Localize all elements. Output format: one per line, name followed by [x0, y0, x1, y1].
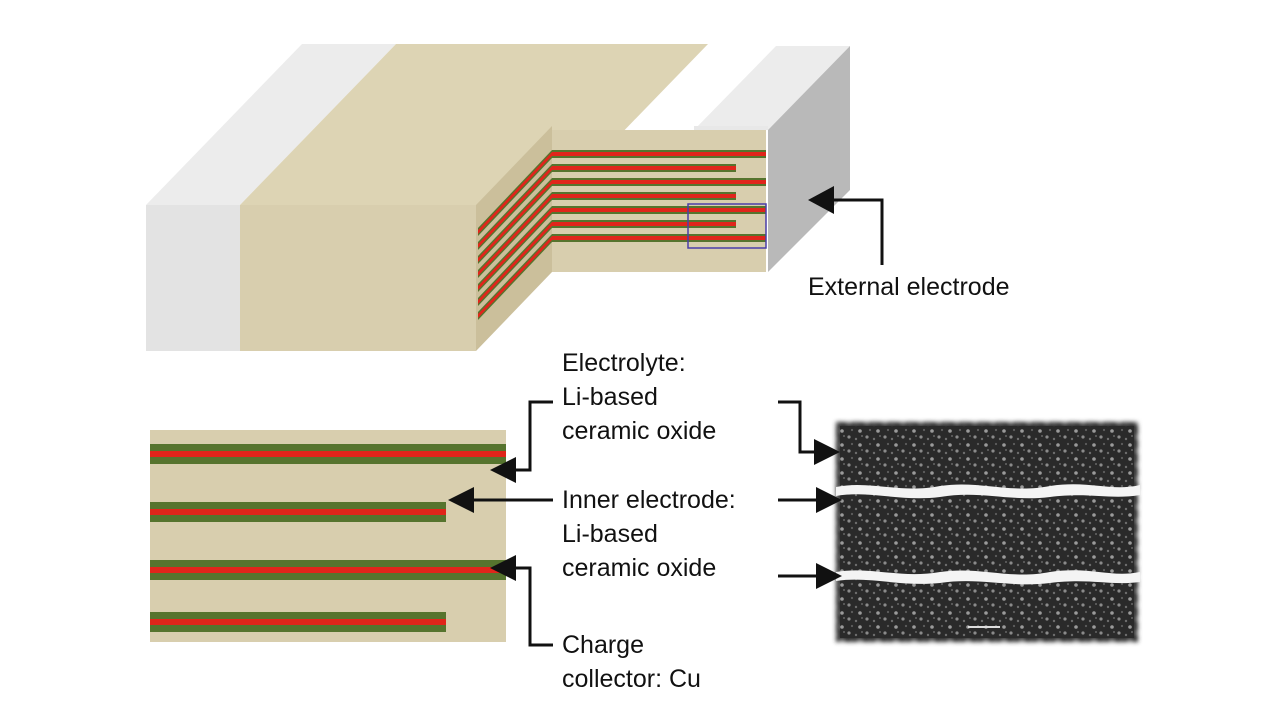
inner-electrode-label-line-2: Li-based	[562, 520, 658, 548]
external-electrode-callout	[808, 186, 884, 265]
electrolyte-right-arrow-line	[778, 400, 818, 454]
sem-bright-layer-1	[836, 484, 1140, 499]
charge-collector-label-line-1: Charge	[562, 631, 644, 659]
side-layer-red-4	[478, 208, 552, 290]
cut-layer-red-0	[552, 152, 766, 156]
inner-electrode-label-line-3: ceramic oxide	[562, 554, 717, 582]
zoom-region-box	[687, 203, 767, 249]
cut-layer-red-2	[552, 180, 766, 184]
inner-electrode-left-arrowhead	[448, 487, 474, 513]
side-layer-red-2	[478, 180, 552, 262]
cut-layer-red-5	[552, 222, 736, 226]
cross-section-layer-red-2	[150, 567, 506, 573]
cross-section-body	[150, 430, 506, 642]
electrolyte-left-arrow-line	[512, 400, 553, 472]
cross-section-layer-red-3	[150, 619, 446, 625]
electrolyte-left-arrowhead	[490, 457, 516, 483]
sem-micrograph	[836, 422, 1140, 642]
cut-layer-red-4	[552, 208, 766, 212]
external-electrode-arrow-line	[830, 198, 884, 265]
cross-section-layers	[150, 444, 506, 632]
electrolyte-label: Electrolyte: Li-based ceramic oxide	[562, 346, 716, 448]
sem-image-body	[840, 426, 1134, 638]
electrolyte-right-arrowhead	[814, 439, 840, 465]
electrolyte-label-line-1: Electrolyte:	[562, 349, 686, 377]
right-end-cap-top	[694, 46, 850, 130]
side-layer-red-6	[478, 236, 552, 318]
sem-scale-bar	[968, 626, 1000, 628]
inner-electrode-label: Inner electrode: Li-based ceramic oxide	[562, 483, 736, 585]
sem-bright-layer-2	[836, 570, 1140, 585]
electrolyte-label-line-2: Li-based	[562, 383, 658, 411]
charge-collector-label: Charge collector: Cu	[562, 628, 701, 696]
charge-collector-label-line-2: collector: Cu	[562, 665, 701, 693]
left-end-cap-front	[146, 205, 240, 351]
cross-section-layer-red-1	[150, 509, 446, 515]
cross-section-diagram	[150, 430, 506, 642]
cell-3d-illustration	[146, 44, 850, 351]
inner-electrode-right-arrowhead-2	[816, 563, 842, 589]
cut-face-electrode-layers	[552, 150, 766, 242]
cross-section-layer-red-0	[150, 451, 506, 457]
left-end-cap-top	[146, 44, 396, 205]
callout-arrows	[448, 400, 842, 647]
cut-layer-red-6	[552, 236, 766, 240]
right-end-cap-side	[768, 46, 850, 272]
side-electrode-layers	[478, 150, 552, 320]
side-layer-red-5	[478, 222, 552, 304]
electrolyte-label-line-3: ceramic oxide	[562, 417, 717, 445]
inner-electrode-right-arrowhead-1	[816, 487, 842, 513]
side-layer-red-0	[478, 152, 552, 234]
charge-collector-arrowhead	[490, 555, 516, 581]
ceramic-body-front	[240, 205, 476, 351]
external-electrode-arrowhead	[808, 186, 834, 214]
external-electrode-label: External electrode	[808, 273, 1010, 301]
inner-electrode-label-line-1: Inner electrode:	[562, 486, 736, 514]
side-layer-red-3	[478, 194, 552, 276]
cut-layer-red-3	[552, 194, 736, 198]
charge-collector-arrow-line	[512, 566, 553, 647]
cut-layer-red-1	[552, 166, 736, 170]
right-end-cap-top-strip	[694, 126, 768, 130]
side-layer-red-1	[478, 166, 552, 248]
